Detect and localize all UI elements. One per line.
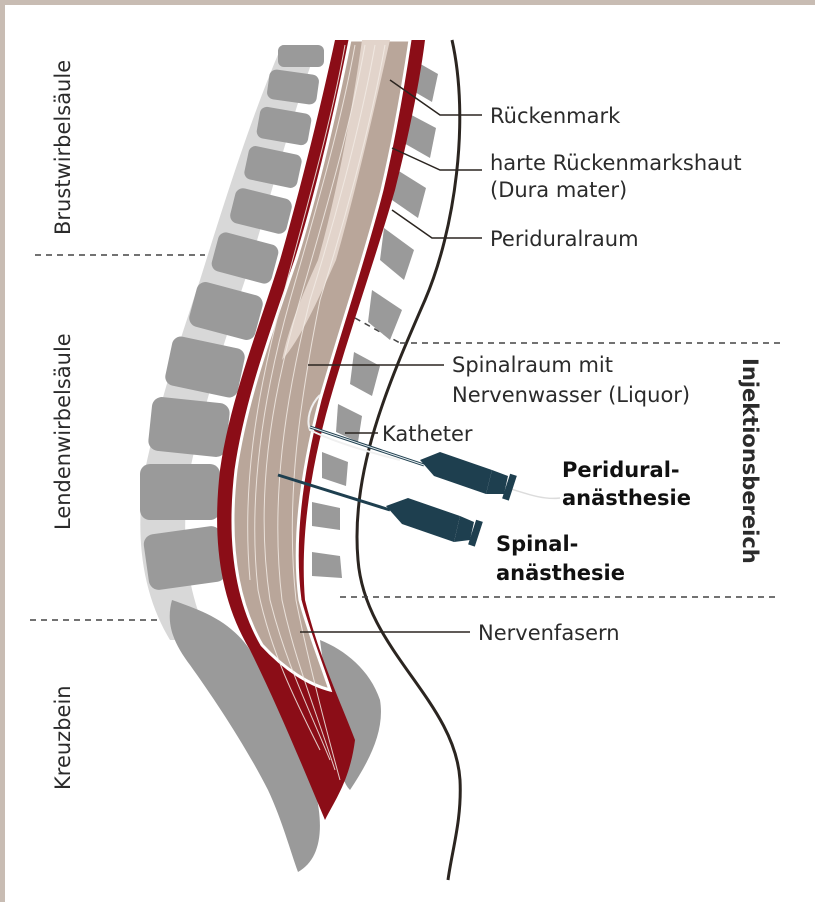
spine-diagram: Rückenmark harte Rückenmarkshaut (Dura m… [5,5,815,902]
label-subarachnoid-line1: Spinalraum mit [452,353,613,377]
region-label-injection: Injektionsbereich [738,358,762,564]
label-spinal-anesthesia-line1: Spinal- [496,532,578,556]
leader-dura [392,148,482,170]
label-catheter: Katheter [382,422,473,446]
label-spinal-cord: Rückenmark [490,104,621,128]
spinous-process-10 [312,552,342,578]
leader-epidural-space [392,210,482,238]
spinal-syringe [278,475,483,547]
vertebra-l3 [147,396,230,458]
label-epidural-space: Periduralraum [490,227,639,251]
label-epidural-anesthesia-line1: Peridural- [562,458,680,482]
epidural-syringe-barrel [420,452,492,494]
catheter-outer-line [508,488,560,498]
label-dura-line1: harte Rückenmarkshaut [490,151,742,175]
label-nerve-fibers: Nervenfasern [478,621,620,645]
region-label-lumbar: Lendenwirbelsäule [51,333,75,530]
spinous-process-4 [380,228,414,280]
spinal-syringe-barrel [386,498,460,542]
region-label-sacrum: Kreuzbein [51,685,75,790]
region-label-thoracic: Brustwirbelsäule [51,60,75,235]
spinous-process-6 [350,352,380,396]
spinous-process-8 [322,452,348,486]
vertebra-l4 [140,464,220,520]
vertebra-l5 [142,525,227,591]
spinous-process-9 [312,502,340,530]
spinous-process-5 [368,290,402,340]
label-dura-line2: (Dura mater) [490,178,627,202]
label-subarachnoid-line2: Nervenwasser (Liquor) [452,383,690,407]
vertebra-t1 [278,45,324,67]
label-epidural-anesthesia-line2: anästhesie [562,486,691,510]
label-spinal-anesthesia-line2: anästhesie [496,561,625,585]
